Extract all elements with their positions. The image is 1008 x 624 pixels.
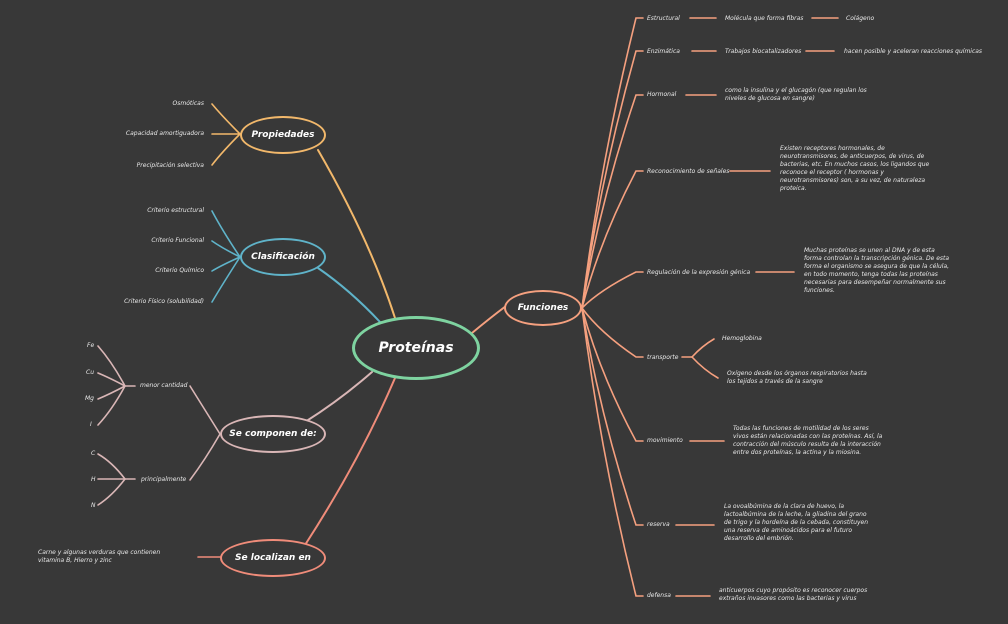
- connector-comp-principal: [189, 433, 221, 481]
- componen-menor-label: menor cantidad: [140, 382, 188, 389]
- connector-principal-n: [97, 478, 126, 506]
- connector-transporte-detail1: [691, 338, 715, 358]
- connector-funcion-genica: [581, 271, 644, 309]
- funcion-reserva: reserva: [647, 521, 670, 528]
- connector-funcion-transporte: [581, 307, 644, 358]
- propiedades-item-precipitacion: Precipitación selectiva: [136, 162, 204, 169]
- componen-principal-label: principalmente: [141, 476, 187, 483]
- connector-central-localizan: [304, 377, 396, 546]
- connector-central-clasificacion: [317, 267, 381, 323]
- funcion-enzimatica-extra: hacen posible y aceleran reacciones quím…: [844, 48, 983, 55]
- connector-funcion-defensa: [581, 307, 644, 597]
- element-cu: Cu: [86, 369, 94, 376]
- connector-menor-fe: [97, 345, 126, 387]
- connector-central-funciones: [471, 305, 507, 334]
- connector-clas-quimico: [211, 256, 241, 272]
- connector-comp-menor: [189, 385, 221, 435]
- connector-central-propiedades: [317, 149, 396, 319]
- funcion-transporte: transporte: [647, 354, 679, 361]
- branch-clasificacion[interactable]: Clasificación: [240, 238, 326, 276]
- funcion-transporte-detail1: Hemoglobina: [722, 335, 762, 342]
- connector-central-componen: [304, 371, 373, 423]
- clasificacion-item-quimico: Criterio Químico: [155, 267, 204, 274]
- propiedades-item-amortiguadora: Capacidad amortiguadora: [125, 130, 204, 137]
- connector-funcion-hormonal: [581, 94, 644, 309]
- propiedades-item-osmoticas: Osmóticas: [172, 100, 205, 107]
- element-i: I: [90, 421, 92, 428]
- funcion-senales-detail: Existen receptores hormonales, de neurot…: [780, 145, 930, 192]
- branch-se-componen[interactable]: Se componen de:: [220, 415, 326, 453]
- branch-se-localizan[interactable]: Se localizan en: [220, 539, 326, 577]
- connector-menor-i: [97, 385, 126, 426]
- element-h: H: [91, 476, 96, 483]
- branch-propiedades[interactable]: Propiedades: [240, 116, 326, 154]
- funcion-reserva-detail: La ovoalbúmina de la clara de huevo, la …: [724, 503, 869, 542]
- connector-funcion-movimiento: [581, 307, 644, 442]
- branch-funciones[interactable]: Funciones: [504, 290, 582, 326]
- funcion-estructural: Estructural: [647, 15, 680, 22]
- connector-clas-funcional: [211, 240, 241, 258]
- connector-transporte-detail2: [691, 356, 719, 379]
- connector-funcion-enzimatica: [581, 50, 644, 309]
- funcion-estructural-extra: Colágeno: [846, 15, 875, 22]
- funcion-estructural-detail: Molécula que forma fibras: [725, 15, 804, 22]
- funcion-enzimatica-detail: Trabajos biocatalizadores: [725, 48, 802, 55]
- connector-clas-estructural: [211, 210, 241, 258]
- element-fe: Fe: [87, 342, 95, 349]
- funcion-senales: Reconocimiento de señales: [647, 168, 730, 175]
- connector-funcion-reserva: [581, 307, 644, 526]
- connector-prop-osmoticas: [211, 103, 241, 135]
- funcion-genica-detail: Muchas proteínas se unen al DNA y de est…: [804, 247, 950, 294]
- funcion-transporte-detail2: Oxígeno desde los órganos respiratorios …: [727, 370, 867, 385]
- connector-menor-cu: [97, 372, 126, 387]
- clasificacion-item-fisico: Criterio Físico (solubilidad): [124, 298, 204, 305]
- connector-funcion-senales: [581, 170, 644, 309]
- element-mg: Mg: [85, 395, 94, 402]
- funcion-movimiento: movimiento: [647, 437, 683, 444]
- clasificacion-item-funcional: Criterio Funcional: [151, 237, 204, 244]
- funcion-defensa: defensa: [647, 592, 671, 599]
- funcion-genica: Regulación de la expresión génica: [647, 269, 751, 276]
- funcion-hormonal: Hormonal: [647, 91, 677, 98]
- connector-principal-c: [97, 453, 126, 480]
- central-topic[interactable]: Proteínas: [352, 316, 480, 380]
- funcion-enzimatica: Enzimática: [647, 48, 680, 55]
- element-n: N: [91, 502, 96, 509]
- connector-menor-mg: [97, 385, 126, 400]
- funcion-hormonal-detail: como la insulina y el glucagón (que regu…: [725, 87, 867, 102]
- element-c: C: [91, 450, 96, 457]
- clasificacion-item-estructural: Criterio estructural: [147, 207, 204, 214]
- funcion-movimiento-detail: Todas las funciones de motilidad de los …: [733, 425, 883, 456]
- localizan-text: Carne y algunas verduras que contienen v…: [38, 549, 161, 564]
- connector-prop-precipitacion: [211, 133, 241, 166]
- connector-clas-fisico: [211, 256, 241, 303]
- funcion-defensa-detail: anticuerpos cuyo propósito es reconocer …: [719, 587, 868, 602]
